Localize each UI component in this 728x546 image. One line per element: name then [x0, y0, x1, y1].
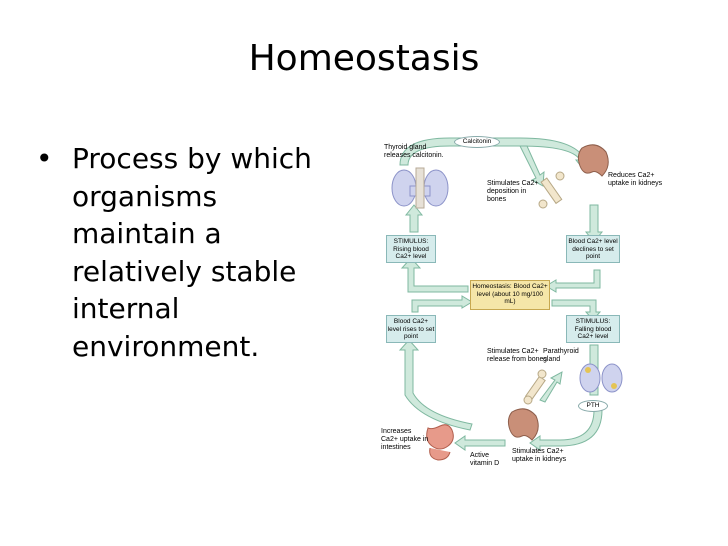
increases-uptake-label: Increases Ca2+ uptake in intestines: [381, 428, 429, 451]
pth-label: PTH: [578, 400, 608, 412]
bullet-item: • Process by which organisms maintain a …: [36, 140, 336, 365]
parathyroid-label: Parathyroid gland: [543, 348, 579, 363]
thyroid-gland-icon: [391, 167, 449, 209]
stimulates-kidney-uptake-label: Stimulates Ca2+ uptake in kidneys: [512, 448, 567, 463]
calcitonin-label: Calcitonin: [454, 136, 500, 148]
stimulus-falling-box: STIMULUS: Falling blood Ca2+ level: [566, 315, 620, 343]
bullet-marker: •: [36, 142, 53, 175]
arrow-rises-to-hs: [411, 295, 473, 313]
blood-calcium-declines-box: Blood Ca2+ level declines to set point: [566, 235, 620, 263]
blood-calcium-rises-box: Blood Ca2+ level rises to set point: [386, 315, 436, 343]
stimulates-deposition-label: Stimulates Ca2+ deposition in bones: [487, 180, 539, 203]
bone-icon-top: [538, 171, 565, 209]
arrow-pth-loop: [529, 409, 603, 451]
intestines-icon: [426, 424, 454, 461]
stimulus-rising-box: STIMULUS: Rising blood Ca2+ level: [386, 235, 436, 263]
homeostasis-box: Homeostasis: Blood Ca2+ level (about 10 …: [470, 280, 550, 310]
stimulates-release-label: Stimulates Ca2+ release from bones: [487, 348, 547, 363]
arrow-hs-to-rising: [400, 257, 469, 293]
slide-title: Homeostasis: [248, 38, 480, 79]
arrow-declines-to-hs: [545, 269, 601, 293]
bullet-text: Process by which organisms maintain a re…: [72, 142, 312, 363]
arrow-kidney-to-intestine: [454, 435, 506, 451]
kidney-icon-bottom: [507, 408, 539, 441]
arrow-to-bone-top: [519, 145, 545, 187]
active-vitamin-d-label: Active vitamin D: [470, 452, 500, 467]
thyroid-gland-label: Thyroid gland releases calcitonin.: [384, 144, 444, 159]
bone-icon-bottom: [523, 369, 547, 405]
arrow-stimulus-to-thyroid: [404, 204, 424, 233]
reduces-uptake-label: Reduces Ca2+ uptake in kidneys: [608, 172, 663, 187]
arrow-left-loop: [398, 339, 473, 431]
parathyroid-gland-icon: [579, 363, 623, 393]
kidney-icon-top: [577, 144, 609, 177]
arrow-to-bone-bottom: [539, 371, 563, 403]
